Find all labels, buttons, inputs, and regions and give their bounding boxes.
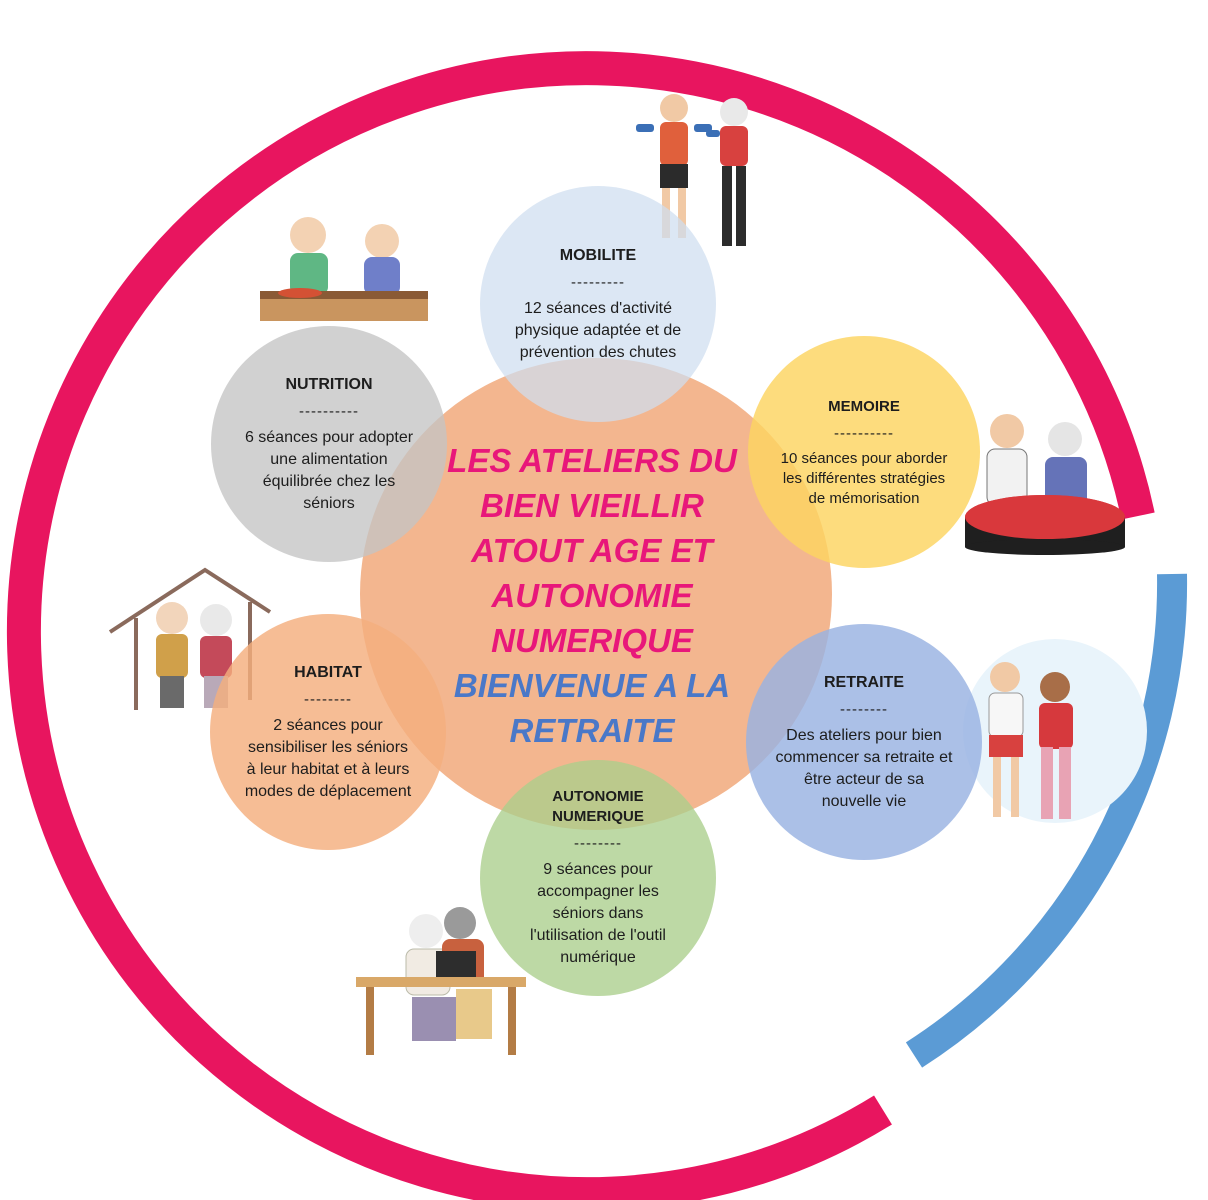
workshop-description: Des ateliers pour bien commencer sa retr… — [775, 726, 953, 810]
memory-game-illustration — [965, 414, 1125, 555]
center-title-line: ATOUT AGE ET — [471, 532, 713, 569]
center-title-line: NUMERIQUE — [491, 622, 693, 659]
workshop-divider: -------- — [304, 690, 352, 708]
seniors-jogging-illustration — [963, 639, 1147, 823]
workshop-description: 6 séances pour adopter une alimentation … — [244, 428, 414, 512]
workshop-divider: -------- — [574, 835, 622, 852]
seniors-exercising-illustration — [636, 94, 748, 246]
center-title-line: BIEN VIEILLIR — [480, 487, 704, 524]
workshop-divider: -------- — [840, 700, 888, 718]
center-title-line: LES ATELIERS DU — [447, 442, 737, 479]
center-circle — [360, 358, 832, 830]
workshop-nutrition: NUTRITION ---------- 6 séances pour adop… — [211, 326, 447, 562]
center-subtitle-line: BIENVENUE A LA — [453, 667, 731, 704]
workshop-mobilite: MOBILITE --------- 12 séances d'activité… — [480, 186, 716, 422]
workshop-title: RETRAITE — [824, 673, 904, 691]
workshop-description: 2 séances pour sensibiliser les séniors … — [244, 716, 412, 800]
seniors-laptop-illustration — [356, 907, 526, 1055]
workshop-memoire: MEMOIRE ---------- 10 séances pour abord… — [748, 336, 980, 568]
center-title-line: AUTONOMIE — [491, 577, 693, 614]
partner-ring-arc — [905, 573, 1188, 1068]
workshop-divider: ---------- — [834, 424, 894, 442]
outer-ring-arc — [6, 51, 1155, 1200]
workshop-divider: ---------- — [299, 402, 359, 420]
center-title: LES ATELIERS DU BIEN VIEILLIR ATOUT AGE … — [392, 438, 792, 753]
workshop-retraite: RETRAITE -------- Des ateliers pour bien… — [746, 624, 982, 860]
workshop-autonomie-numerique: AUTONOMIE NUMERIQUE -------- 9 séances p… — [480, 760, 716, 996]
workshop-divider: --------- — [571, 273, 625, 291]
seniors-cooking-illustration — [260, 217, 428, 321]
workshop-habitat: HABITAT -------- 2 séances pour sensibil… — [210, 614, 446, 850]
workshop-title: AUTONOMIE NUMERIQUE — [552, 788, 644, 825]
workshop-title: MOBILITE — [559, 246, 637, 264]
workshop-description: 12 séances d'activité physique adaptée e… — [514, 299, 682, 361]
workshop-title: MEMOIRE — [828, 397, 900, 415]
workshop-title: HABITAT — [294, 663, 362, 681]
workshop-title: NUTRITION — [285, 375, 373, 393]
center-subtitle-line: RETRAITE — [509, 712, 675, 749]
workshop-description: 10 séances pour aborder les différentes … — [780, 449, 948, 507]
workshop-description: 9 séances pour accompagner les séniors d… — [530, 861, 666, 966]
